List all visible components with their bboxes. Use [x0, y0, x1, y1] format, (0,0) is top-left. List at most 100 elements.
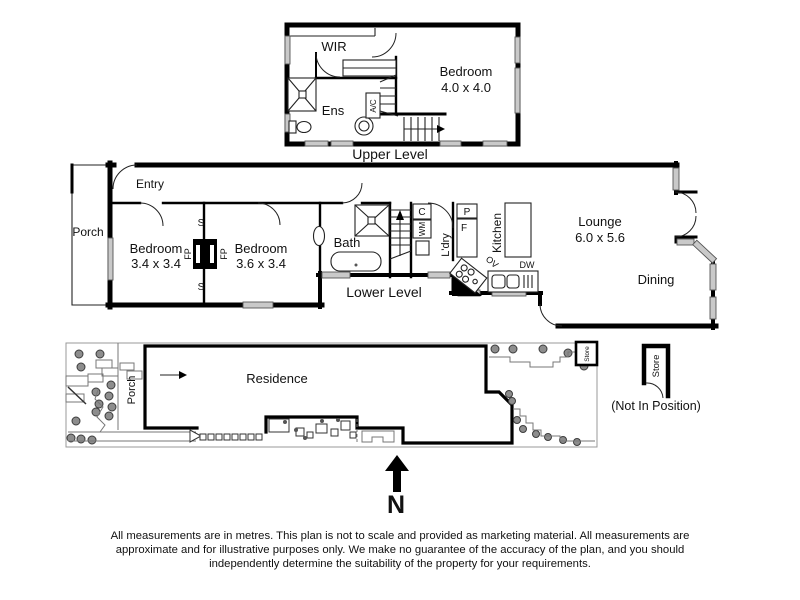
bedroom1-door-arc — [139, 202, 164, 227]
bedroom1-label: Bedroom — [130, 241, 183, 256]
bedroom1-dims: 3.4 x 3.4 — [131, 256, 181, 271]
bath-label: Bath — [334, 235, 361, 250]
kitchen-label: Kitchen — [490, 213, 504, 253]
lower-stairs — [389, 209, 412, 260]
store-label: Store — [651, 355, 662, 378]
site-plan: Residence Porch Store — [65, 340, 599, 448]
cupboard-box — [412, 203, 432, 220]
lower-level-caption: Lower Level — [346, 284, 422, 300]
upper-level-plan: WIR Ens A/C Bedroom 4.0 x 4.0 Upper Leve… — [284, 22, 521, 162]
window — [709, 263, 717, 291]
ac-label: A/C — [369, 99, 378, 113]
store-walls — [641, 343, 671, 399]
north-arrow-shaft — [393, 470, 401, 492]
site-step-shape — [361, 430, 395, 443]
upper-shower — [287, 77, 317, 112]
stove — [449, 257, 488, 294]
lower-porch-label: Porch — [72, 225, 103, 239]
disclaimer-line-1: All measurements are in metres. This pla… — [111, 530, 690, 542]
window — [672, 167, 680, 191]
window — [514, 36, 521, 64]
entry-door-arc — [112, 164, 138, 190]
site-store-box — [574, 340, 599, 367]
laundry-trough — [415, 240, 430, 256]
bedroom2-door-arc — [257, 202, 281, 226]
site-steps-rear-top — [489, 351, 576, 368]
bathtub — [330, 251, 382, 272]
site-gate-arrow — [189, 429, 203, 443]
site-courtyard — [68, 418, 395, 443]
north-arrow-icon — [385, 455, 409, 471]
stair-arrow-icon — [437, 125, 445, 133]
window — [439, 140, 462, 147]
laundry-door-arc — [427, 202, 454, 229]
fireplace — [193, 239, 217, 269]
window — [242, 301, 274, 309]
french-doors-arcs — [674, 191, 697, 238]
bath-basin — [312, 225, 326, 247]
lower-shower — [354, 204, 390, 237]
wir-robe-strip — [289, 28, 376, 37]
site-store-label: Store — [584, 346, 591, 362]
laundry-label: L'dry — [440, 233, 452, 257]
site-front-garden — [65, 349, 187, 445]
stair-up-arrow-icon — [396, 210, 404, 220]
bedroom2-label: Bedroom — [235, 241, 288, 256]
fridge-label: F — [461, 223, 467, 234]
washing-machine-label: WM — [418, 222, 427, 237]
upper-stairs — [379, 74, 445, 141]
disclaimer-line-3: independently determine the suitability … — [209, 558, 591, 570]
bedroom2-dims: 3.6 x 3.4 — [236, 256, 286, 271]
window — [107, 237, 114, 281]
dining-door-arc — [539, 303, 563, 327]
washing-machine-box — [412, 219, 432, 239]
window — [284, 35, 291, 65]
lounge-label: Lounge — [578, 214, 621, 229]
entry-label: Entry — [136, 177, 164, 191]
oven-label: OV — [484, 254, 500, 270]
fireplace-left-label: FP — [183, 248, 193, 260]
window — [427, 271, 451, 279]
disclaimer-line-2: approximate and for illustrative purpose… — [116, 544, 685, 556]
site-steps-rear-bottom — [513, 408, 595, 442]
window — [709, 296, 717, 320]
lower-porch-outline — [71, 164, 110, 306]
pantry-box — [456, 203, 478, 219]
wir-label: WIR — [321, 39, 346, 54]
store-note: (Not In Position) — [611, 399, 701, 413]
north-label: N — [387, 491, 405, 519]
window — [330, 140, 354, 147]
upper-bedroom-dims: 4.0 x 4.0 — [441, 80, 491, 95]
window — [676, 238, 695, 246]
cupboard-label: C — [418, 207, 425, 218]
bedroom-wir-door-arc — [371, 32, 397, 58]
store-symbol: Store (Not In Position) — [611, 343, 701, 413]
disclaimer: All measurements are in metres. This pla… — [111, 530, 690, 570]
window — [514, 67, 521, 114]
fireplace-right-label: FP — [219, 248, 229, 260]
stair-shaft-walls — [388, 201, 413, 279]
bath-door-arc — [341, 182, 363, 204]
site-rear-garden — [489, 344, 595, 446]
sink-counter — [487, 270, 539, 293]
upper-level-caption: Upper Level — [352, 146, 428, 162]
ens-label: Ens — [322, 103, 345, 118]
lower-level-plan: Entry Porch Bedroom 3.4 x 3.4 Bedroom 3.… — [70, 160, 719, 330]
upper-basin — [354, 116, 374, 136]
residence-label: Residence — [246, 371, 307, 386]
pantry-label: P — [464, 207, 471, 218]
dining-label: Dining — [638, 272, 675, 287]
ac-cupboard — [365, 92, 381, 119]
wir-ens-door-arc — [315, 52, 341, 78]
upper-toilet — [288, 120, 312, 134]
window — [304, 140, 329, 147]
lounge-dims: 6.0 x 5.6 — [575, 230, 625, 245]
site-entry-arrow-icon — [179, 371, 187, 379]
store-door-arc — [645, 382, 664, 399]
site-porch-label: Porch — [126, 376, 138, 405]
north-compass: N — [385, 455, 409, 519]
bay-window — [692, 239, 718, 264]
storage-bottom-label: S — [198, 282, 205, 293]
